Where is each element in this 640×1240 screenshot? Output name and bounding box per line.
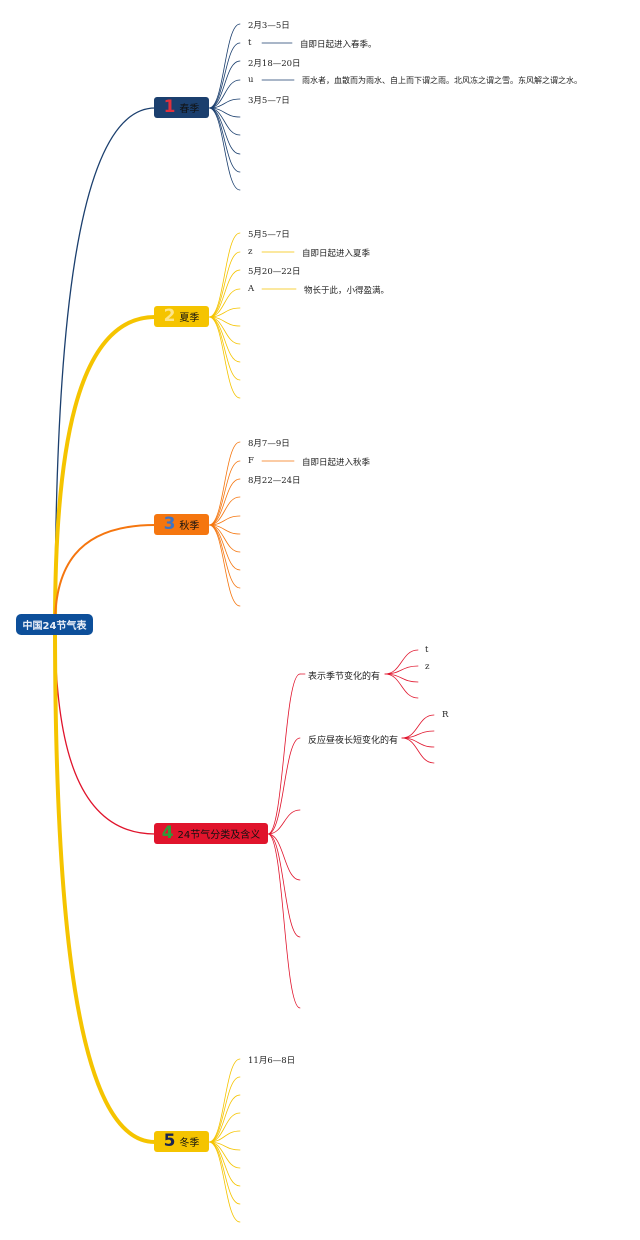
winter-leaf-connector (208, 1130, 241, 1143)
spring-leaf-connector (208, 60, 241, 109)
branch-number: 4 (161, 823, 174, 843)
classification-leaf-connector (384, 665, 419, 675)
winter-leaf-connector (208, 1094, 241, 1143)
winter-leaf-connector (208, 1141, 241, 1223)
spring-leaf-description[interactable]: 雨水者，血散而为雨水、自上而下谓之雨。北风冻之谓之雪。东风解之谓之水。 (302, 76, 582, 85)
branch-number: 2 (163, 306, 176, 326)
autumn-leaf-connector (208, 478, 241, 526)
summer-leaf-connector (208, 316, 241, 381)
autumn-leaf-date[interactable]: 8月7—9日 (248, 439, 290, 449)
branch-spring[interactable]: 1 春季 (154, 97, 209, 118)
autumn-leaf-connector (208, 524, 241, 607)
summer-leaf-connector (208, 316, 241, 363)
summer-leaf-connector (208, 316, 241, 399)
summer-leaf-term[interactable]: A (248, 284, 255, 294)
autumn-leaf-description[interactable]: 自即日起进入秋季 (302, 458, 371, 468)
autumn-leaf-connector (208, 515, 241, 526)
branch-summer[interactable]: 2 夏季 (154, 306, 209, 327)
classification-leaf-connector (384, 673, 419, 699)
autumn-leaf-date[interactable]: 8月22—24日 (248, 476, 301, 486)
winter-leaf-connector (208, 1141, 241, 1205)
classification-leaf-connector (384, 649, 419, 675)
branch-classification[interactable]: 4 24节气分类及含义 (154, 823, 268, 844)
classification-leaf[interactable]: z (425, 662, 430, 672)
autumn-leaf-connector (208, 441, 241, 526)
autumn-leaf-connector (208, 524, 241, 571)
branch-number: 1 (163, 97, 176, 117)
classification-leaf[interactable]: t (425, 645, 429, 655)
winter-leaf-connector (208, 1076, 241, 1143)
classification-connector (267, 737, 301, 835)
summer-leaf-date[interactable]: 5月20—22日 (248, 267, 301, 277)
autumn-leaf-connector (208, 524, 241, 589)
spring-leaf-connector (208, 23, 241, 109)
winter-leaf-connector (208, 1058, 241, 1143)
branch-connector (54, 524, 156, 626)
classification-leaf-connector (401, 737, 435, 748)
spring-leaf-connector (208, 107, 241, 191)
summer-leaf-connector (208, 232, 241, 318)
spring-leaf-description[interactable]: 自即日起进入春季。 (300, 40, 377, 50)
branch-connector (53, 623, 157, 1144)
spring-leaf-connector (208, 42, 241, 109)
summer-leaf-term[interactable]: z (248, 247, 253, 257)
branch-label: 24节气分类及含义 (177, 830, 261, 841)
spring-leaf-date[interactable]: 2月3—5日 (248, 21, 290, 31)
autumn-leaf-connector (208, 496, 241, 526)
spring-leaf-term[interactable]: t (248, 38, 252, 48)
spring-leaf-connector (208, 98, 241, 109)
branch-autumn[interactable]: 3 秋季 (154, 514, 209, 535)
spring-leaf-date[interactable]: 3月5—7日 (248, 96, 290, 106)
branch-connector (54, 624, 156, 835)
branch-winter[interactable]: 5 冬季 (154, 1131, 209, 1152)
summer-leaf-description[interactable]: 物长于此，小得盈满。 (304, 286, 390, 296)
classification-leaf-connector (401, 714, 435, 739)
summer-leaf-connector (208, 307, 241, 318)
classification-connector (267, 809, 301, 835)
spring-leaf-connector (208, 79, 241, 109)
classification-leaf-connector (401, 730, 435, 739)
branch-connector (53, 315, 157, 627)
summer-leaf-connector (208, 269, 241, 318)
classification-connector (267, 833, 301, 938)
summer-leaf-description[interactable]: 自即日起进入夏季 (302, 249, 371, 259)
branch-label: 冬季 (179, 1138, 200, 1149)
winter-leaf-connector (208, 1112, 241, 1143)
autumn-leaf-term[interactable]: F (248, 456, 254, 466)
branch-label: 春季 (179, 104, 200, 115)
summer-leaf-date[interactable]: 5月5—7日 (248, 230, 290, 240)
branch-label: 秋季 (179, 521, 200, 532)
classification-leaf-connector (401, 737, 435, 764)
spring-leaf-date[interactable]: 2月18—20日 (248, 59, 301, 69)
summer-leaf-connector (208, 251, 241, 318)
branch-label: 夏季 (179, 313, 200, 324)
classification-sub-season[interactable]: 表示季节变化的有 (308, 672, 381, 682)
root-label: 中国24节气表 (22, 621, 87, 632)
autumn-leaf-connector (208, 460, 241, 526)
branch-number: 5 (163, 1131, 176, 1151)
classification-connector (267, 833, 301, 881)
winter-leaf-date[interactable]: 11月6—8日 (248, 1056, 296, 1066)
classification-sub-daylight[interactable]: 反应昼夜长短变化的有 (308, 736, 399, 746)
branch-number: 3 (163, 514, 176, 534)
winter-leaf-connector (208, 1141, 241, 1187)
classification-connector (267, 673, 301, 835)
summer-leaf-connector (208, 288, 241, 318)
branch-connector (54, 107, 156, 626)
root-node[interactable]: 中国24节气表 (16, 614, 93, 635)
spring-leaf-connector (208, 107, 241, 173)
classification-leaf[interactable]: R (442, 710, 449, 720)
spring-leaf-term[interactable]: u (248, 75, 254, 85)
classification-connector (267, 833, 301, 1009)
